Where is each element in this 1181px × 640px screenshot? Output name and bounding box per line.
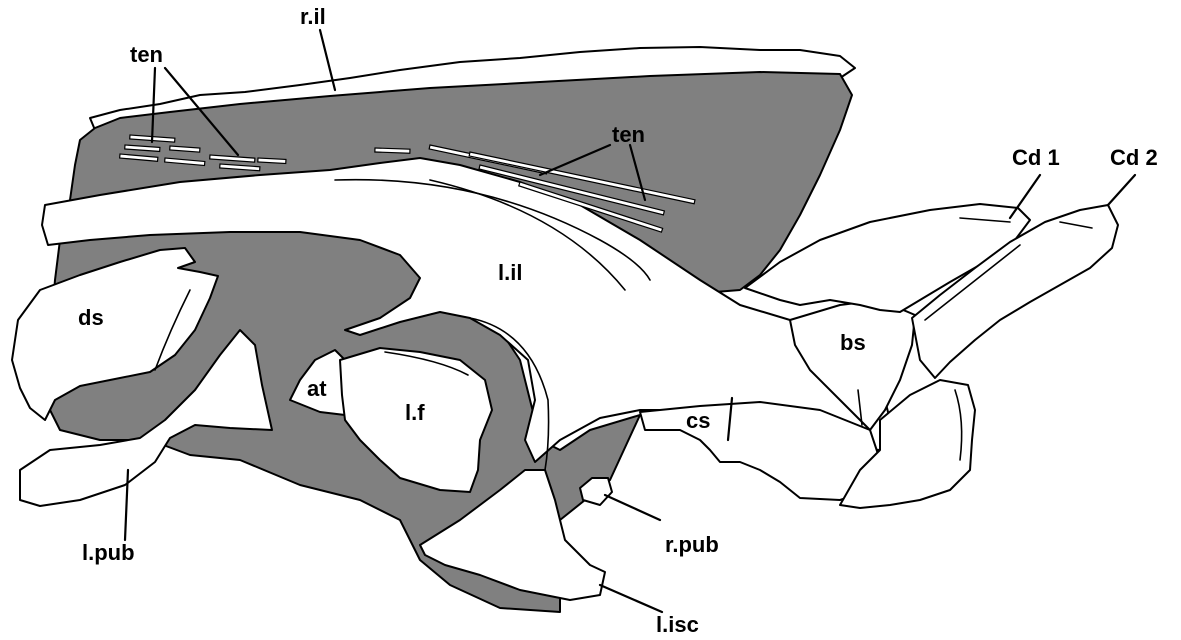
leader-cd2	[1108, 175, 1135, 205]
label-l-pub: l.pub	[82, 540, 135, 565]
label-ten-right: ten	[612, 122, 645, 147]
label-cd2: Cd 2	[1110, 145, 1158, 170]
label-l-il: l.il	[498, 260, 522, 285]
label-bs: bs	[840, 330, 866, 355]
label-r-il: r.il	[300, 4, 326, 29]
label-at: at	[307, 376, 327, 401]
leader-l-isc	[600, 585, 662, 612]
label-l-isc: l.isc	[656, 612, 699, 637]
label-r-pub: r.pub	[665, 532, 719, 557]
leader-r-pub	[605, 495, 660, 520]
label-cs: cs	[686, 408, 710, 433]
label-ten-left: ten	[130, 42, 163, 67]
label-ds: ds	[78, 305, 104, 330]
leader-cd1	[1010, 175, 1040, 218]
label-cd1: Cd 1	[1012, 145, 1060, 170]
label-l-f: l.f	[405, 400, 425, 425]
